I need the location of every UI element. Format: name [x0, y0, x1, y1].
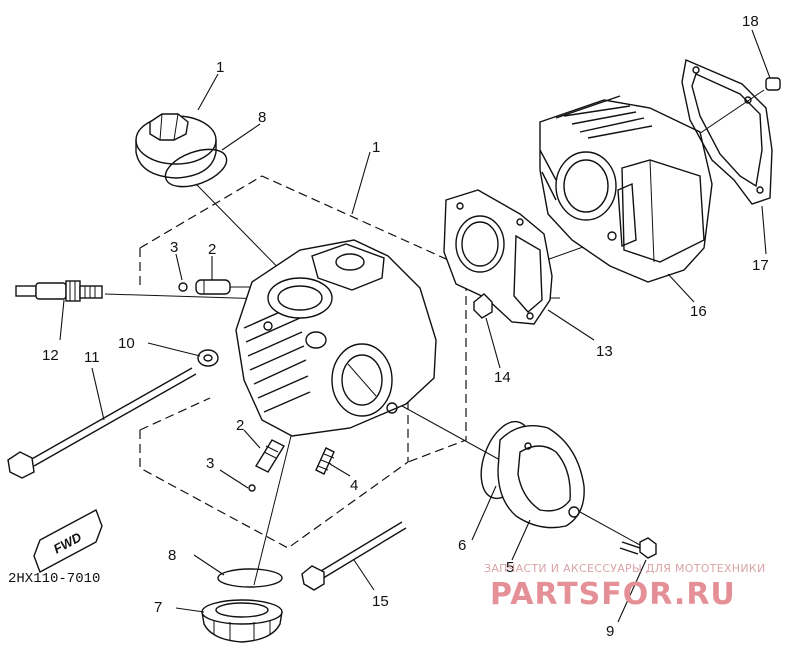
cylinder-head [235, 239, 437, 437]
alignment-lines [104, 89, 765, 586]
side-cover [497, 425, 585, 529]
callout-7-top: 1 [216, 59, 224, 76]
callout-2-upper: 2 [208, 241, 216, 258]
callout-15: 15 [372, 593, 389, 610]
callout-4: 4 [350, 477, 358, 494]
long-stud-bolt [7, 367, 197, 479]
watermark-brand: PARTSFOR.RU [490, 577, 736, 612]
o-ring-top [164, 148, 228, 188]
oil-filler-cap-top [135, 113, 217, 179]
callout-10: 10 [118, 335, 135, 352]
callout-18: 18 [742, 13, 759, 30]
watermark: ЗАПЧАСТИ И АКСЕССУАРЫ ДЛЯ МОТОТЕХНИКИ PA… [484, 562, 766, 612]
short-stud [315, 447, 335, 475]
callout-11: 11 [84, 349, 100, 366]
callout-8-bottom: 8 [168, 547, 176, 564]
head-bolt [301, 521, 407, 591]
callout-6: 6 [458, 537, 466, 554]
callout-12: 12 [42, 347, 59, 364]
callout-14: 14 [494, 369, 511, 386]
valve-guide-upper [178, 279, 250, 295]
callout-7-bottom: 7 [154, 599, 162, 616]
washer [197, 349, 219, 367]
callout-3-upper: 3 [170, 239, 178, 256]
assembly-dashed-outline [139, 175, 467, 549]
small-dowel-pin [765, 77, 781, 91]
spark-plug [15, 280, 103, 302]
callout-13: 13 [596, 343, 613, 360]
callout-5: 5 [506, 559, 514, 576]
watermark-tagline: ЗАПЧАСТИ И АКСЕССУАРЫ ДЛЯ МОТОТЕХНИКИ [484, 562, 766, 575]
callout-2-lower: 2 [236, 417, 244, 434]
cylinder [539, 95, 713, 283]
callout-1: 1 [372, 139, 380, 156]
callout-leaders [59, 29, 771, 623]
dowel-pin [473, 293, 493, 319]
cover-bolt [619, 537, 657, 559]
cylinder-base-gasket [681, 59, 773, 205]
callout-16: 16 [690, 303, 707, 320]
o-ring-bottom [217, 568, 283, 588]
oil-filler-cap-bottom [201, 599, 283, 643]
callout-labels: 1 8 1 3 2 12 10 11 2 3 4 6 5 8 7 9 14 13… [42, 13, 769, 640]
callout-3-lower: 3 [206, 455, 214, 472]
fwd-arrow: FWD [33, 509, 103, 573]
callout-17: 17 [752, 257, 769, 274]
valve-guide-lower [248, 439, 285, 492]
callout-9: 9 [606, 623, 614, 640]
cylinder-head-gasket [443, 189, 553, 325]
callout-8-top: 8 [258, 109, 266, 126]
part-code: 2HX110-7010 [8, 571, 100, 587]
